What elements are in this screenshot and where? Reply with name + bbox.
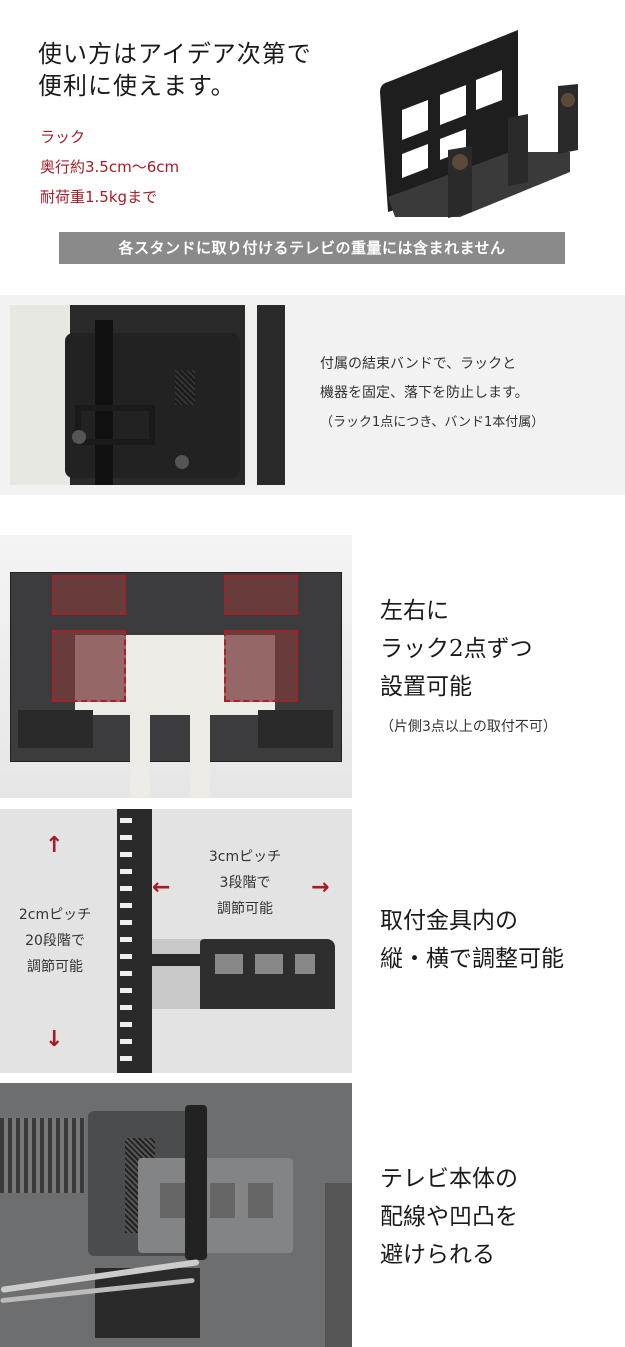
weight-notice-banner: 各スタンドに取り付けるテレビの重量には含まれません <box>59 232 565 264</box>
placement-heading: 左右に ラック2点ずつ 設置可能 <box>380 592 533 706</box>
adjust-line-1: 取付金具内の <box>380 908 518 934</box>
rack-with-device-photo <box>10 305 285 485</box>
spec-load: 耐荷重1.5kgまで <box>40 188 158 206</box>
spec-depth: 奥行約3.5cm〜6cm <box>40 158 180 176</box>
arrow-up-icon: ↑ <box>45 833 64 858</box>
rack-product-image <box>380 30 578 218</box>
placement-note: （片側3点以上の取付不可） <box>380 719 557 735</box>
placement-line-3: 設置可能 <box>380 674 472 700</box>
placement-line-2: ラック2点ずつ <box>380 636 533 662</box>
band-line-2: 機器を固定、落下を防止します。 <box>320 385 529 401</box>
intro-headline: 使い方はアイデア次第で 便利に使えます。 <box>38 38 312 102</box>
band-note: （ラック1点につき、バンド1本付属） <box>320 415 545 430</box>
vertical-adjust-label: 2cmピッチ 20段階で 調節可能 <box>18 907 92 975</box>
tv-wiring-photo <box>0 1083 352 1347</box>
arrow-down-icon: ↓ <box>45 1027 64 1052</box>
tv-back-rack-placement-photo <box>0 535 352 798</box>
wiring-line-2: 配線や凹凸を <box>380 1204 518 1230</box>
headline-line-2: 便利に使えます。 <box>38 72 236 100</box>
arrow-left-icon: ← <box>152 875 171 900</box>
headline-line-1: 使い方はアイデア次第で <box>38 40 312 68</box>
spec-name: ラック <box>40 128 86 146</box>
adjust-heading: 取付金具内の 縦・横で調整可能 <box>380 902 564 978</box>
wiring-line-3: 避けられる <box>380 1242 495 1268</box>
arrow-right-icon: → <box>311 875 330 900</box>
horizontal-adjust-label: 3cmピッチ 3段階で 調節可能 <box>208 849 282 917</box>
band-description: 付属の結束バンドで、ラックと 機器を固定、落下を防止します。 （ラック1点につき… <box>320 350 544 437</box>
adjustable-bracket-photo: ↑ ↓ ← → 2cmピッチ 20段階で 調節可能 3cmピッチ 3段階で 調節… <box>0 809 352 1073</box>
wiring-heading: テレビ本体の 配線や凹凸を 避けられる <box>380 1160 518 1274</box>
rack-spec: ラック 奥行約3.5cm〜6cm 耐荷重1.5kgまで <box>40 122 179 212</box>
placement-line-1: 左右に <box>380 598 449 624</box>
adjust-line-2: 縦・横で調整可能 <box>380 946 564 972</box>
band-line-1: 付属の結束バンドで、ラックと <box>320 356 517 372</box>
wiring-line-1: テレビ本体の <box>380 1166 518 1192</box>
